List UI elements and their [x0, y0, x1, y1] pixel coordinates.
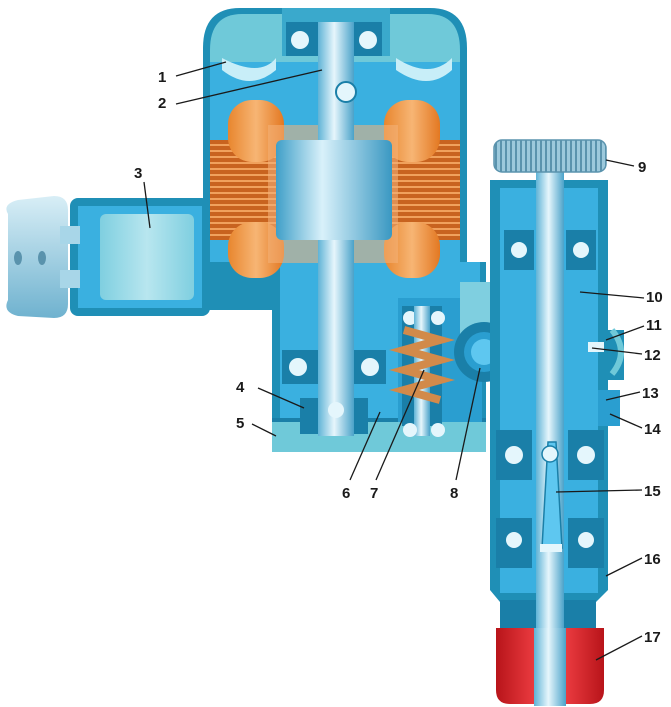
callout-7: 7: [370, 485, 378, 502]
callout-14: 14: [644, 421, 661, 438]
leader-13: [605, 391, 641, 401]
callout-13: 13: [642, 385, 659, 402]
leader-8: [455, 367, 481, 481]
leader-9: [605, 159, 635, 167]
leader-16: [605, 557, 643, 577]
collet: [496, 628, 604, 706]
switch-assembly: [6, 196, 210, 318]
leader-15: [555, 489, 643, 493]
leader-10: [579, 291, 645, 299]
callout-4: 4: [236, 379, 245, 396]
callout-10: 10: [646, 289, 663, 306]
callout-1: 1: [158, 69, 166, 86]
knurled-knob: [493, 139, 607, 173]
spindle-housing: [490, 180, 624, 630]
leader-3: [143, 181, 151, 229]
callout-11: 11: [646, 317, 662, 334]
leader-12: [591, 347, 643, 355]
callout-12: 12: [644, 347, 661, 364]
leader-6: [349, 411, 381, 481]
callout-9: 9: [638, 159, 646, 176]
callout-15: 15: [644, 483, 661, 500]
leader-4: [257, 387, 305, 409]
callout-6: 6: [342, 485, 350, 502]
callout-3: 3: [134, 165, 142, 182]
leader-14: [609, 413, 643, 429]
leader-1: [175, 61, 227, 77]
spindle-shaft: [536, 168, 564, 688]
callout-2: 2: [158, 95, 166, 112]
leader-5: [251, 423, 277, 437]
leader-7: [375, 369, 425, 481]
callout-labels: 1 2 3 4 5 6 7 8 9 10 11 12 13 14 15 16 1…: [134, 69, 663, 646]
leader-2: [175, 69, 323, 105]
leader-11: [605, 325, 645, 341]
callout-16: 16: [644, 551, 661, 568]
leader-lines: [143, 61, 645, 661]
leader-17: [595, 635, 643, 661]
rotor: [276, 22, 392, 436]
callout-8: 8: [450, 485, 458, 502]
callout-17: 17: [644, 629, 661, 646]
callout-5: 5: [236, 415, 244, 432]
